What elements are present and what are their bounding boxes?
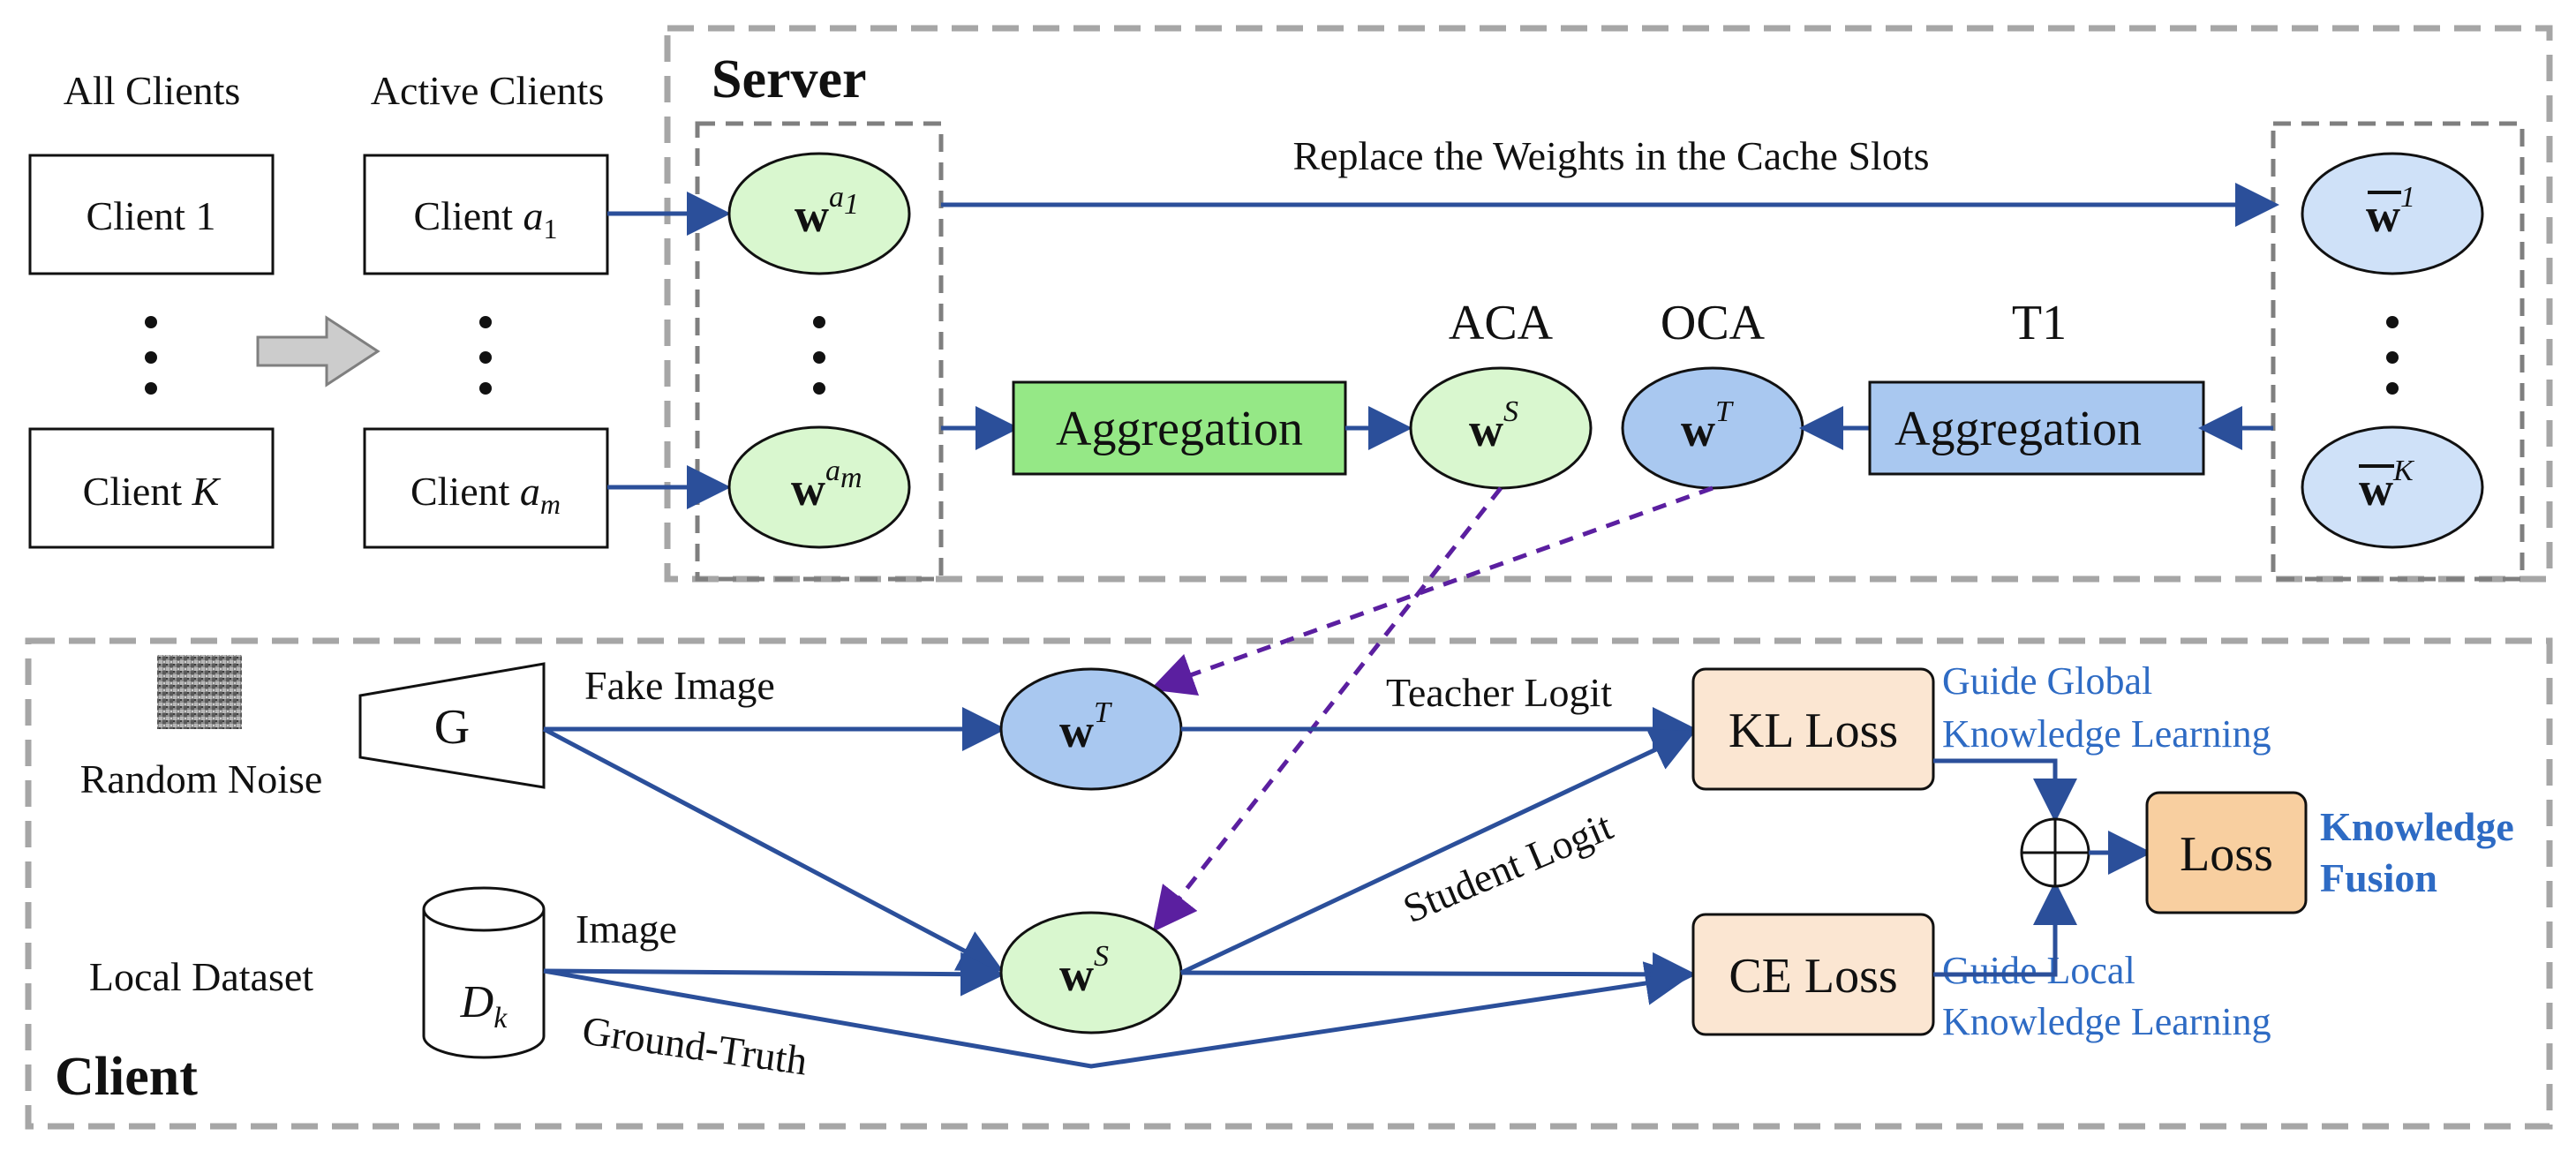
client-1-label: Client 1 — [87, 193, 216, 238]
vertical-ellipsis-all — [145, 316, 157, 395]
client-wt-label: wT — [1059, 696, 1112, 757]
knowledge-fusion-line1: Knowledge — [2320, 804, 2514, 849]
generator-shape — [358, 662, 546, 789]
guide-global-line2: Knowledge Learning — [1942, 712, 2271, 756]
arrow-student-logit — [1179, 729, 1697, 975]
replace-weights-label: Replace the Weights in the Cache Slots — [1292, 133, 1929, 178]
cache-wk-label: wK — [2359, 455, 2415, 515]
active-clients-heading: Active Clients — [371, 68, 604, 113]
arrow-kl-to-sum — [1933, 758, 2077, 823]
arrow-student-to-ce — [1180, 952, 1697, 997]
client-a1-label: Client a1 — [414, 193, 558, 244]
client-k-box — [28, 427, 275, 549]
guide-local-line2: Knowledge Learning — [1942, 1000, 2271, 1043]
aggregation-right-label: Aggregation — [1894, 402, 2142, 456]
aca-label: ACA — [1449, 296, 1554, 350]
t1-label: T1 — [2012, 296, 2067, 350]
client-am-label: Client am — [411, 469, 561, 520]
sum-icon — [2020, 817, 2090, 888]
total-loss-box — [2145, 791, 2308, 914]
cache-slots — [2271, 121, 2525, 582]
guide-global-line1: Guide Global — [1942, 659, 2152, 703]
arrow-ce-to-sum — [1933, 881, 2077, 977]
server-client-slots — [695, 121, 944, 582]
knowledge-fusion-line2: Fusion — [2320, 855, 2437, 900]
generator-label: G — [434, 700, 470, 755]
ground-truth-label: Ground-Truth — [580, 1007, 810, 1083]
vertical-ellipsis-active — [479, 316, 492, 395]
client-am-box — [363, 427, 609, 549]
cache-w1-node — [2301, 152, 2484, 275]
ce-loss-label: CE Loss — [1729, 949, 1897, 1004]
aggregation-left-label: Aggregation — [1056, 402, 1303, 456]
kl-loss-box — [1691, 667, 1935, 791]
local-dataset-cylinder — [422, 886, 546, 1059]
client-1-box — [28, 154, 275, 275]
client-title: Client — [55, 1047, 198, 1107]
fake-image-label: Fake Image — [584, 663, 775, 708]
aggregation-right-box — [1868, 380, 2205, 476]
cache-w1-label: w1 — [2366, 181, 2415, 242]
vertical-ellipsis-cache — [2386, 316, 2399, 395]
client-a1-box — [363, 154, 609, 275]
aggregation-left-box — [1012, 380, 1347, 476]
all-clients-heading: All Clients — [64, 68, 241, 113]
dashed-ws-download — [1152, 486, 1503, 932]
server-ws-label: wS — [1469, 395, 1518, 456]
server-wt-label: wT — [1681, 395, 1734, 456]
vertical-ellipsis-server — [813, 316, 825, 395]
select-arrow — [256, 315, 380, 387]
client-ws-label: wS — [1059, 940, 1109, 1001]
random-noise-label: Random Noise — [80, 756, 323, 801]
ground-truth-path — [543, 961, 1690, 1069]
w-am-node — [727, 425, 911, 549]
dashed-wt-download — [1149, 485, 1714, 696]
arrow-fake-to-student — [542, 726, 1004, 972]
oca-label: OCA — [1661, 296, 1766, 350]
server-region — [664, 25, 2553, 583]
w-a1-node — [727, 152, 911, 275]
w-am-label: wam — [791, 455, 862, 515]
w-a1-label: wa1 — [795, 181, 859, 242]
student-logit-label: Student Logit — [1397, 803, 1619, 931]
server-title: Server — [712, 49, 867, 109]
random-noise-image — [157, 655, 242, 729]
client-k-label: Client K — [83, 469, 222, 514]
kl-loss-label: KL Loss — [1729, 703, 1898, 758]
image-label: Image — [576, 907, 677, 952]
total-loss-label: Loss — [2180, 827, 2273, 882]
teacher-logit-label: Teacher Logit — [1386, 670, 1612, 715]
local-dataset-label: Local Dataset — [89, 954, 313, 999]
cache-wk-node — [2301, 425, 2484, 549]
dataset-symbol: Dk — [460, 977, 508, 1034]
guide-local-line1: Guide Local — [1942, 949, 2135, 992]
arrow-image-to-student — [543, 952, 1005, 997]
